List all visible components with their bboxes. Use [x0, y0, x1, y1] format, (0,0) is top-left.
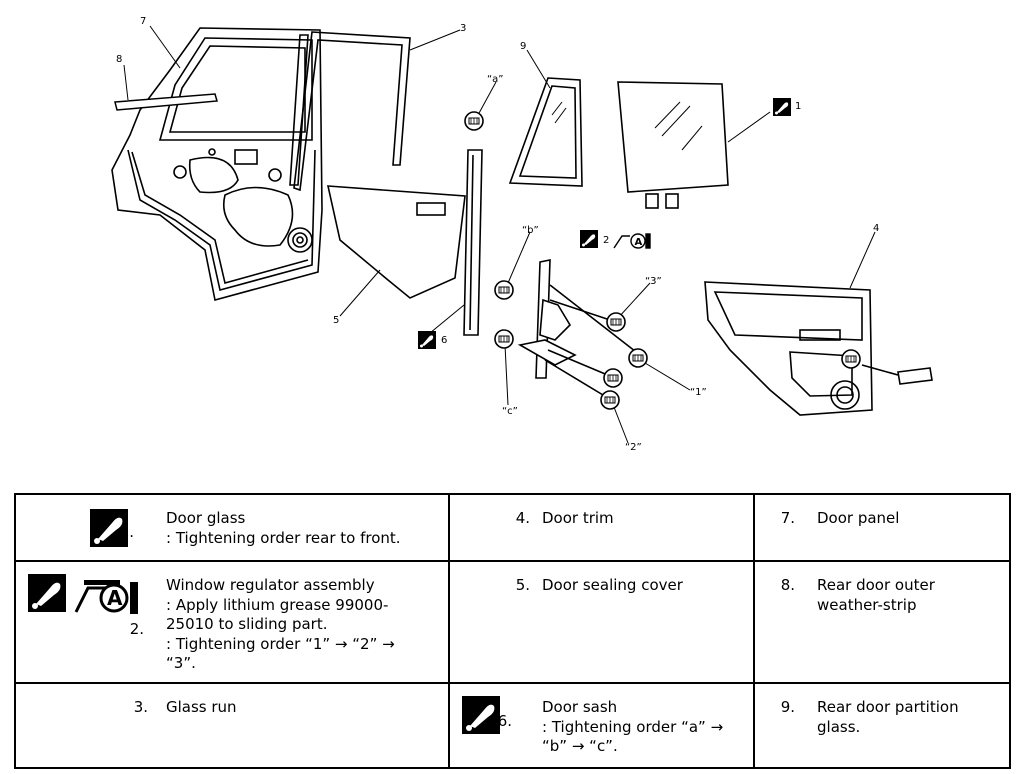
torque-sealant-icon — [28, 574, 66, 612]
legend-line: Rear door partition — [817, 698, 959, 716]
legend-num-6: 6. — [497, 712, 512, 730]
callout-q2: “2” — [625, 442, 642, 453]
legend-line: : Tightening order “1” → “2” → — [166, 634, 395, 653]
grease-a-icon: A — [74, 580, 138, 614]
callout-q1: “1” — [690, 387, 707, 398]
legend-cell-5: 5. Door sealing cover — [448, 560, 755, 684]
outer-weather-strip — [114, 93, 218, 111]
legend-line: : Apply lithium grease 99000- — [166, 595, 389, 614]
callout-c: “c” — [502, 406, 518, 417]
legend-num-1: 1. — [119, 523, 134, 541]
legend-line: Window regulator assembly — [166, 576, 375, 594]
torque-sealant-icon — [462, 696, 500, 734]
door-glass — [617, 81, 729, 209]
callout-8: 8 — [116, 54, 122, 65]
callout-a: “a” — [487, 74, 504, 85]
window-regulator — [517, 259, 641, 399]
callout-5: 5 — [333, 315, 339, 326]
leader-lines — [123, 25, 876, 444]
legend-line: Door panel — [817, 509, 900, 527]
callout-q3: “3” — [645, 276, 662, 287]
legend-num-5: 5. — [515, 576, 530, 594]
svg-text:A: A — [635, 237, 643, 248]
legend-line: Door glass — [166, 509, 246, 527]
legend-num-2: 2. — [129, 620, 144, 638]
callout-4: 4 — [873, 223, 879, 234]
legend-line: “b” → “c”. — [542, 737, 618, 755]
callout-1: 1 — [795, 101, 801, 112]
legend-line: weather-strip — [817, 595, 917, 614]
callout-labels: 7 8 3 9 1 2 4 5 6 “a” “b” “c” “3” “1” “2… — [116, 16, 879, 453]
door-sealing-cover — [326, 185, 466, 299]
partition-glass — [508, 77, 583, 187]
torque-sealant-icon — [90, 509, 128, 547]
legend-line: Door sealing cover — [542, 576, 683, 594]
legend-num-7: 7. — [780, 509, 795, 527]
legend-cell-6: 6. Door sash : Tightening order “a” → “b… — [448, 682, 755, 769]
legend-cell-3: 3. Glass run — [14, 682, 450, 769]
legend-line: Glass run — [166, 698, 237, 716]
torque-sealant-icon — [773, 98, 791, 116]
torque-sealant-icon — [580, 230, 598, 248]
legend-cell-4: 4. Door trim — [448, 493, 755, 562]
legend-cell-2: A 2. Window regulator assembly : Apply l… — [14, 560, 450, 684]
parts-legend-table: 1. Door glass : Tightening order rear to… — [14, 493, 1011, 769]
legend-num-4: 4. — [515, 509, 530, 527]
legend-line: Door sash — [542, 698, 618, 716]
legend-line: “3”. — [166, 654, 196, 672]
legend-line: : Tightening order “a” → — [542, 717, 724, 736]
legend-line: glass. — [817, 717, 861, 736]
legend-num-9: 9. — [780, 698, 795, 716]
legend-cell-9: 9. Rear door partition glass. — [753, 682, 1011, 769]
glass-run — [293, 31, 411, 192]
legend-line: Door trim — [542, 509, 614, 527]
legend-num-8: 8. — [780, 576, 795, 594]
legend-cell-7: 7. Door panel — [753, 493, 1011, 562]
torque-sealant-icon — [418, 331, 436, 349]
legend-num-3: 3. — [133, 698, 148, 716]
callout-6: 6 — [441, 335, 447, 346]
door-panel — [111, 27, 323, 301]
door-sash — [463, 149, 483, 336]
callout-7: 7 — [140, 16, 146, 27]
legend-cell-1: 1. Door glass : Tightening order rear to… — [14, 493, 450, 562]
legend-line: 25010 to sliding part. — [166, 615, 328, 633]
legend-cell-8: 8. Rear door outer weather-strip — [753, 560, 1011, 684]
exploded-door-diagram: A 7 8 3 9 1 2 4 5 6 “a” “b” “c” “3” “1” … — [111, 16, 933, 453]
callout-b: “b” — [522, 225, 539, 236]
svg-text:A: A — [107, 586, 123, 610]
callout-3: 3 — [460, 23, 466, 34]
legend-line: : Tightening order rear to front. — [166, 528, 401, 547]
callout-2: 2 — [603, 235, 609, 246]
grease-a-icon: A — [613, 233, 651, 249]
callout-9: 9 — [520, 41, 526, 52]
legend-line: Rear door outer — [817, 576, 935, 594]
door-trim — [704, 281, 933, 416]
